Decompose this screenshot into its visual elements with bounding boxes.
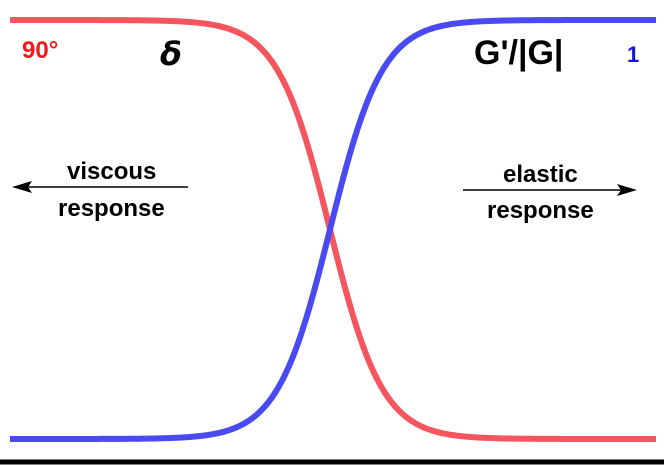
elastic-response-label-line2: response — [487, 197, 594, 224]
viscous-response-label-line2: response — [58, 195, 165, 222]
viscous-arrow-head — [12, 181, 32, 193]
modulus-ratio-label: G'/|G| — [474, 34, 564, 72]
modulus-max-label: 1 — [627, 42, 640, 67]
modulus-curve — [10, 17, 656, 442]
delta-max-label: 90° — [22, 37, 59, 64]
elastic-response-label-line1: elastic — [503, 161, 578, 188]
elastic-arrow-head — [617, 184, 637, 196]
delta-curve — [10, 17, 656, 442]
viscous-response-label-line1: viscous — [67, 158, 157, 185]
delta-symbol-label: δ — [160, 35, 182, 73]
curves-group — [10, 17, 656, 442]
